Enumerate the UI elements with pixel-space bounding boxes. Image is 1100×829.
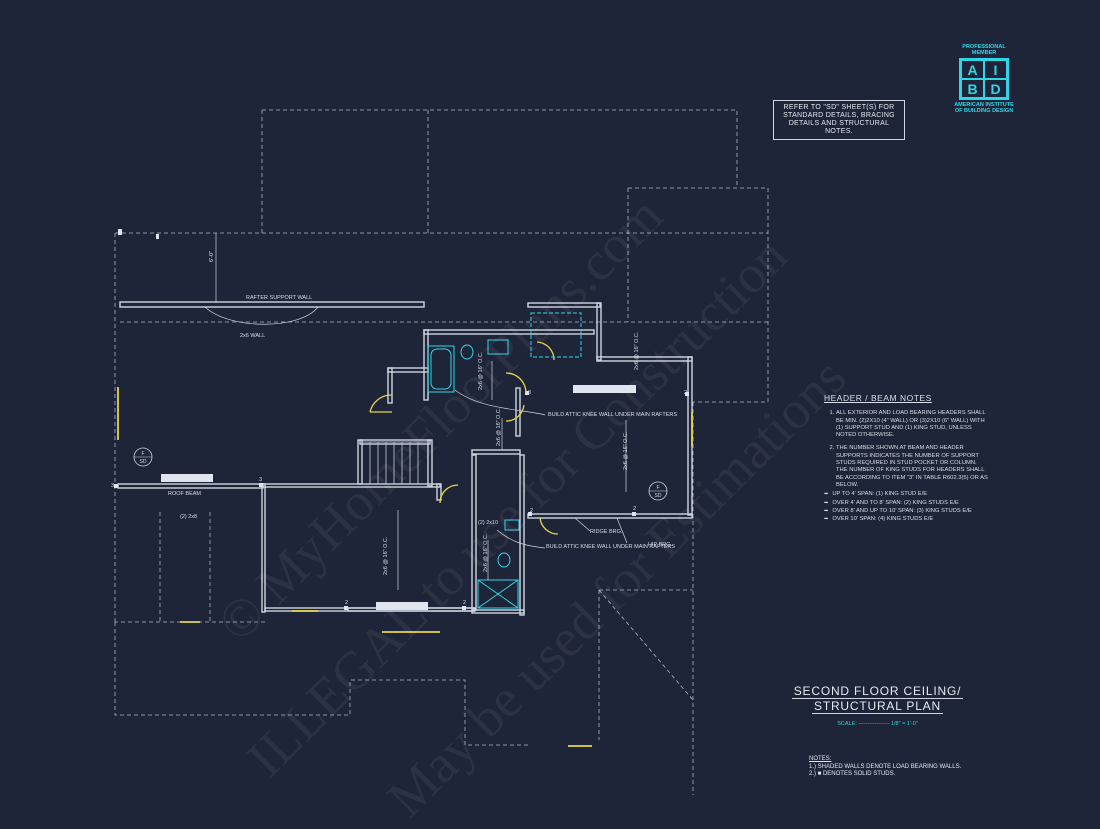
- label-knee-wall-2: BUILD ATTIC KNEE WALL UNDER MAIN RAFTERS: [546, 544, 675, 550]
- label-roof-beam: ROOF BEAM: [168, 491, 201, 497]
- label-joist-f: 2x6 @ 16" O.C.: [483, 533, 489, 572]
- sd-tag-bottom-left: SD: [140, 459, 147, 465]
- logo-letter-b: B: [961, 79, 984, 98]
- roof-outline-dashed: [114, 109, 769, 795]
- header-beam-note-1: ALL EXTERIOR AND LOAD BEARING HEADERS SH…: [836, 410, 989, 439]
- king-stud-item-3: OVER 8' AND UP TO 10' SPAN: (3) KING STU…: [824, 508, 989, 515]
- king-stud-list: UP TO 4' SPAN: (1) KING STUD E/E OVER 4'…: [824, 491, 989, 523]
- header-beam-note-2-text: THE NUMBER SHOWN AT BEAM AND HEADER SUPP…: [836, 445, 988, 488]
- header-beam-notes-heading: HEADER / BEAM NOTES: [824, 393, 932, 403]
- stairs: [361, 441, 429, 485]
- label-hip-brg: HIP BRG.: [648, 542, 673, 548]
- walls: [117, 301, 693, 616]
- door-swings: [117, 341, 693, 747]
- sd-tag-top-right: F: [656, 485, 659, 491]
- label-support-2b: 2: [463, 600, 466, 606]
- label-support-2e: 2: [633, 506, 636, 512]
- sd-tag-bottom-right: SD: [655, 493, 662, 499]
- section-tags: F SD F SD: [133, 447, 668, 501]
- label-support-2c: 2: [684, 390, 687, 396]
- label-support-3b: 3: [259, 477, 262, 483]
- label-2-2x10: (2) 2x10: [478, 520, 498, 526]
- sd-tag-top-left: F: [141, 451, 144, 457]
- reference-note-text: REFER TO "SD" SHEET(S) FOR STANDARD DETA…: [783, 104, 895, 135]
- logo-top-text: PROFESSIONAL MEMBER: [962, 44, 1006, 56]
- sheet-note-2: 2.) ■ DENOTES SOLID STUDS.: [809, 771, 896, 777]
- label-rafter-support-wall: RAFTER SUPPORT WALL: [246, 295, 312, 301]
- solid-studs: [114, 229, 689, 610]
- plan-labels: RAFTER SUPPORT WALL 2x6 WALL 6'-0" ROOF …: [111, 251, 687, 606]
- leaders-dimensions: [204, 233, 628, 590]
- label-support-2a: 2: [345, 600, 348, 606]
- sheet-scale: SCALE: ----------------- 1/8" = 1'-0": [837, 721, 918, 727]
- sheet-title: SECOND FLOOR CEILING/ STRUCTURAL PLAN SC…: [790, 684, 965, 731]
- label-joist-a: 2x6 @ 16" O.C.: [634, 331, 640, 370]
- sheet-notes-heading: NOTES:: [809, 756, 832, 762]
- king-stud-item-2: OVER 4' AND TO 8' SPAN: (2) KING STUDS E…: [824, 500, 989, 507]
- plumbing-fixtures: [427, 312, 582, 609]
- label-joist-b: 2x6 @ 16" O.C.: [623, 431, 629, 470]
- logo-bottom-text: AMERICAN INSTITUTE OF BUILDING DESIGN: [954, 102, 1014, 114]
- header-beam-notes: HEADER / BEAM NOTES ALL EXTERIOR AND LOA…: [824, 393, 989, 529]
- logo-letters-grid: A I B D: [959, 58, 1009, 100]
- label-2-2x8: (2) 2x8: [180, 514, 197, 520]
- reference-note-box: REFER TO "SD" SHEET(S) FOR STANDARD DETA…: [773, 100, 905, 140]
- header-beam-notes-list: ALL EXTERIOR AND LOAD BEARING HEADERS SH…: [824, 410, 989, 523]
- label-knee-wall-1: BUILD ATTIC KNEE WALL UNDER MAIN RAFTERS: [548, 412, 677, 418]
- sheet-notes: NOTES: 1.) SHADED WALLS DENOTE LOAD BEAR…: [809, 756, 961, 779]
- label-support-2d: 2: [530, 508, 533, 514]
- label-joist-d: 2x6 @ 16" O.C.: [478, 351, 484, 390]
- header-beam-note-2: THE NUMBER SHOWN AT BEAM AND HEADER SUPP…: [832, 445, 989, 523]
- label-joist-e: 2x6 @ 16" O.C.: [496, 407, 502, 446]
- sheet-title-line-2: STRUCTURAL PLAN: [812, 699, 943, 714]
- sheet-title-line-1: SECOND FLOOR CEILING/: [791, 684, 964, 699]
- label-joist-c: 2x6 @ 16" O.C.: [383, 536, 389, 575]
- king-stud-item-4: OVER 10' SPAN: (4) KING STUDS E/E: [824, 516, 989, 523]
- king-stud-item-1: UP TO 4' SPAN: (1) KING STUD E/E: [824, 491, 989, 498]
- logo-letter-i: I: [984, 60, 1007, 79]
- label-2x6-wall: 2x6 WALL: [240, 333, 265, 339]
- logo-letter-d: D: [984, 79, 1007, 98]
- label-support-3c: 3: [528, 390, 531, 396]
- logo-letter-a: A: [961, 60, 984, 79]
- label-ridge-brg: RIDGE BRG.: [590, 529, 623, 535]
- label-dim-6-0: 6'-0": [209, 251, 215, 262]
- sheet-note-1: 1.) SHADED WALLS DENOTE LOAD BEARING WAL…: [809, 763, 962, 770]
- aibd-logo: PROFESSIONAL MEMBER A I B D AMERICAN INS…: [952, 44, 1016, 114]
- label-support-3a: 3: [111, 483, 114, 489]
